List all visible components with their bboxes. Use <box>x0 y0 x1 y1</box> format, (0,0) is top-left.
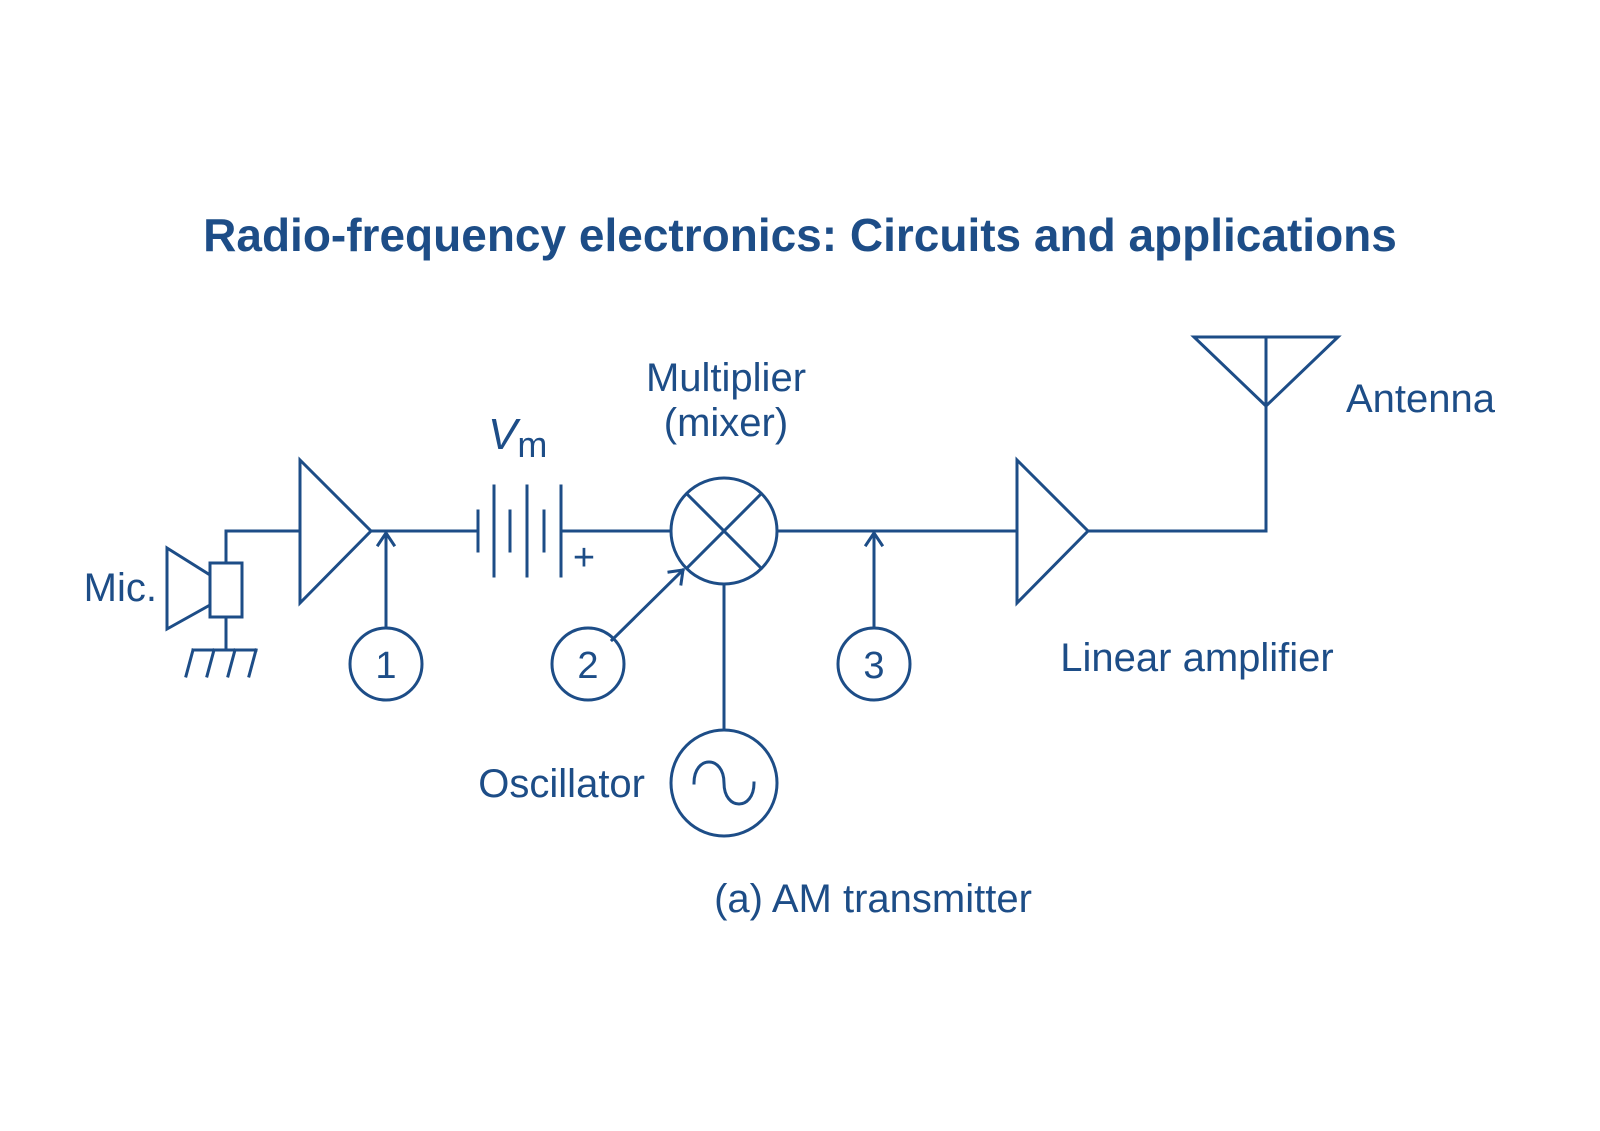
test-point-1: 1 <box>348 626 424 702</box>
mic-wire <box>224 529 302 565</box>
battery-icon <box>476 484 563 578</box>
test-point-2-arrow <box>609 567 686 643</box>
mixer-icon <box>669 476 779 586</box>
test-point-3-arrow <box>863 530 885 630</box>
amp-to-antenna-wire <box>1086 404 1268 533</box>
battery-plus-sign: + <box>573 537 595 579</box>
test-point-2: 2 <box>550 626 626 702</box>
oscillator-icon <box>669 728 779 838</box>
multiplier-label: Multiplier <box>646 356 806 400</box>
vm-label: Vm <box>488 410 547 465</box>
oscillator-label: Oscillator <box>478 762 645 806</box>
test-point-1-arrow <box>375 530 397 630</box>
linear-amplifier-label: Linear amplifier <box>1060 636 1333 680</box>
diagram-caption: (a) AM transmitter <box>714 877 1032 921</box>
ground-icon <box>184 615 258 678</box>
pre-amplifier-icon <box>298 456 374 607</box>
mic-label: Mic. <box>84 566 157 610</box>
antenna-icon <box>1190 335 1342 409</box>
svg-text:1: 1 <box>375 645 396 687</box>
svg-text:2: 2 <box>577 645 598 687</box>
microphone-icon <box>165 545 244 632</box>
mixer-label: (mixer) <box>664 401 788 445</box>
antenna-label: Antenna <box>1346 377 1496 421</box>
diagram-title: Radio-frequency electronics: Circuits an… <box>203 209 1397 261</box>
linear-amplifier-icon <box>1015 456 1091 607</box>
test-point-3: 3 <box>836 626 912 702</box>
svg-text:3: 3 <box>863 645 884 687</box>
